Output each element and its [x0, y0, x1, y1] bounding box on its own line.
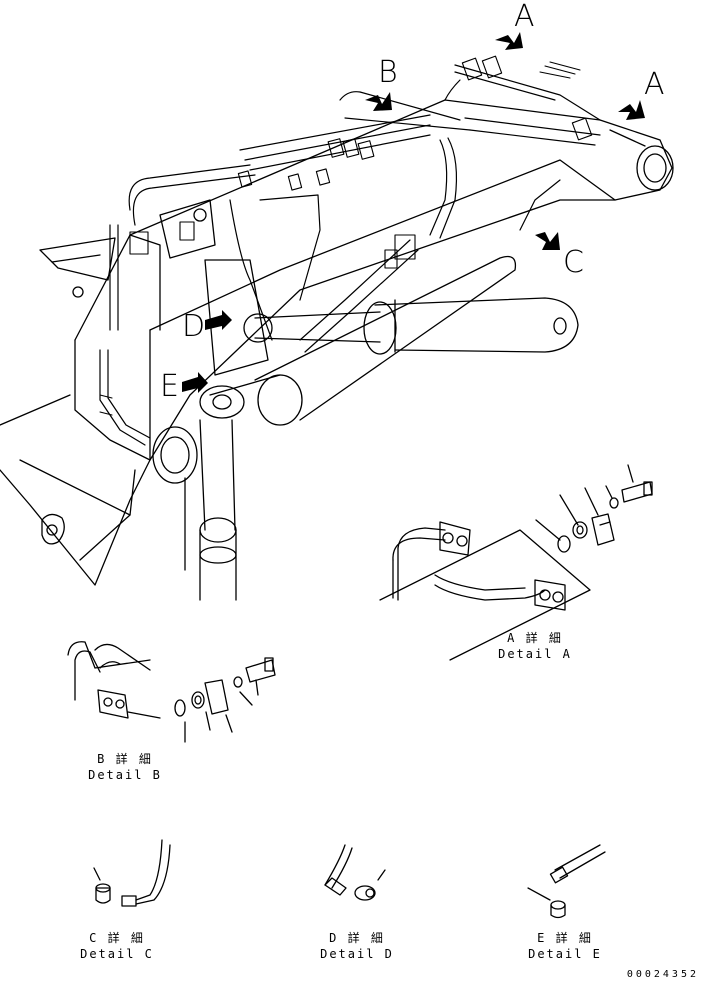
detail-b-title-jp: B 詳 細 [97, 752, 153, 766]
detail-b-caption: B 詳 細 Detail B [70, 751, 180, 783]
callout-a-right: A [644, 67, 665, 102]
callout-arrows [182, 32, 645, 393]
arm-cylinder [185, 257, 515, 601]
detail-e-title-jp: E 詳 細 [537, 931, 593, 945]
detail-c-title-en: Detail C [80, 947, 154, 961]
hydraulic-piping [100, 65, 600, 445]
detail-b-title-en: Detail B [88, 768, 162, 782]
detail-a-caption: A 詳 細 Detail A [480, 630, 590, 662]
callout-e: E [160, 369, 179, 404]
arrow-a-right [618, 100, 645, 120]
boom-assembly [0, 100, 673, 585]
detail-e-illustration [528, 845, 605, 918]
detail-e-caption: E 詳 細 Detail E [510, 930, 620, 962]
callout-a-top: A [514, 0, 535, 34]
detail-a-title-en: Detail A [498, 647, 572, 661]
detail-d-illustration [325, 845, 385, 900]
detail-d-title-jp: D 詳 細 [329, 931, 385, 945]
callout-c: C [563, 245, 584, 280]
arrow-b [365, 92, 392, 111]
callout-b: B [378, 55, 398, 90]
detail-c-caption: C 詳 細 Detail C [62, 930, 172, 962]
boom-cylinder [244, 298, 578, 354]
detail-c-title-jp: C 詳 細 [89, 931, 145, 945]
drawing-number: 00024352 [626, 969, 699, 980]
detail-d-caption: D 詳 細 Detail D [302, 930, 412, 962]
arrow-a-top [495, 32, 523, 50]
detail-c-illustration [94, 840, 170, 906]
callout-d: D [182, 309, 206, 344]
detail-b-illustration [68, 642, 275, 742]
piping-clamps [100, 56, 592, 415]
detail-e-title-en: Detail E [528, 947, 602, 961]
detail-d-title-en: Detail D [320, 947, 394, 961]
arrow-d [205, 310, 232, 330]
detail-a-title-jp: A 詳 細 [507, 631, 563, 645]
arrow-c [535, 232, 560, 250]
detail-a-illustration [380, 465, 652, 660]
arrow-e [182, 372, 208, 393]
